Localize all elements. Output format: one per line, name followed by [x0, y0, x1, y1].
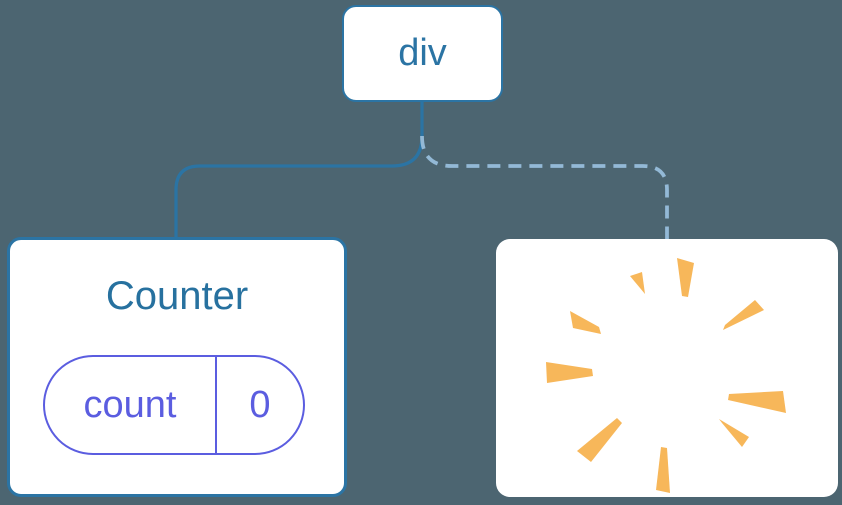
- state-pill-key: count: [83, 383, 177, 426]
- solid-connector-line: [174, 102, 424, 237]
- poof-ray: [570, 311, 601, 334]
- state-pill-value: 0: [215, 357, 303, 453]
- poof-ray: [719, 419, 749, 447]
- poof-ray: [728, 391, 786, 413]
- removed-node: [496, 239, 838, 497]
- poof-ray: [677, 258, 694, 297]
- poof-ray: [630, 272, 645, 294]
- poof-ray: [723, 300, 764, 330]
- poof-explosion-icon: [546, 258, 786, 493]
- poof-ray: [546, 362, 593, 383]
- dashed-connector-line: [420, 135, 669, 239]
- counter-node: Counter count 0: [7, 237, 347, 497]
- root-node-label: div: [398, 32, 447, 74]
- root-node-div: div: [342, 5, 503, 102]
- state-pill: count 0: [43, 355, 305, 455]
- poof-ray: [656, 447, 670, 493]
- counter-node-title: Counter: [105, 274, 249, 318]
- poof-ray: [577, 418, 622, 462]
